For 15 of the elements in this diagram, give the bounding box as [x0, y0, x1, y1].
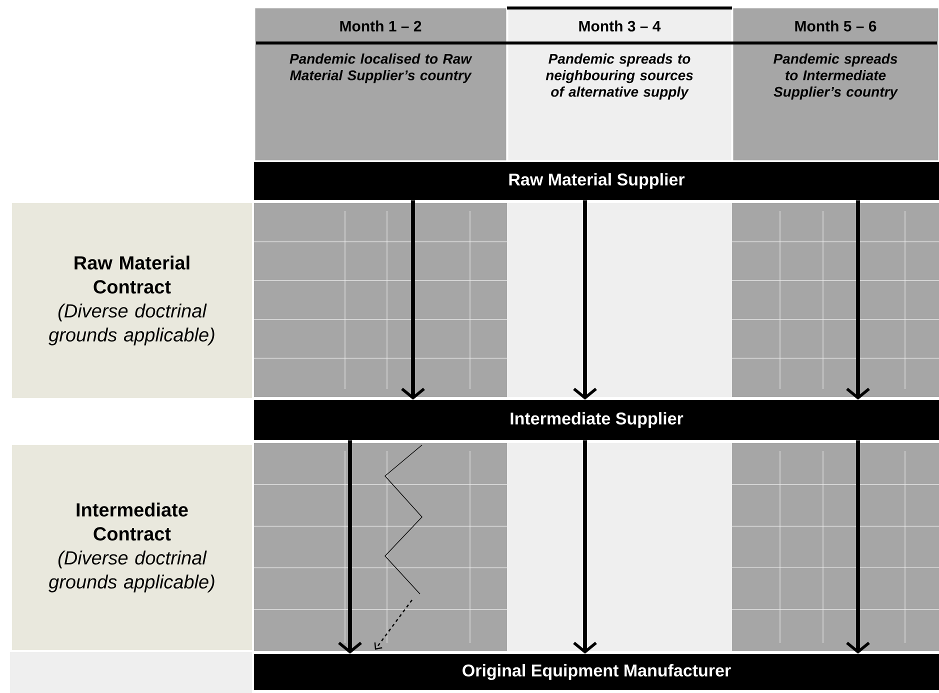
- arrow: [573, 440, 597, 654]
- entity-bar: Intermediate Supplier: [254, 400, 939, 440]
- contract-panel: Raw Material Contract (Diverse doctrinal grounds applicable): [12, 203, 252, 398]
- arrow: [401, 200, 425, 400]
- arrow: [338, 440, 362, 654]
- arrow: [846, 440, 870, 654]
- arrow: [374, 600, 413, 650]
- column-header: Month 1 – 2 Pandemic localised to Raw Material Supplier’s country: [255, 8, 506, 160]
- entity-bar: Raw Material Supplier: [254, 162, 939, 200]
- contract-panel: Intermediate Contract (Diverse doctrinal grounds applicable): [12, 445, 252, 650]
- arrow: [846, 200, 870, 400]
- arrow: [573, 200, 597, 400]
- column-header: Month 5 – 6 Pandemic spreads to Intermediate Supplier’s country: [733, 8, 938, 160]
- column-header: Month 3 – 4 Pandemic spreads to neighbouring sources of alternative supply: [508, 8, 732, 160]
- entity-bar: Original Equipment Manufacturer: [254, 654, 939, 690]
